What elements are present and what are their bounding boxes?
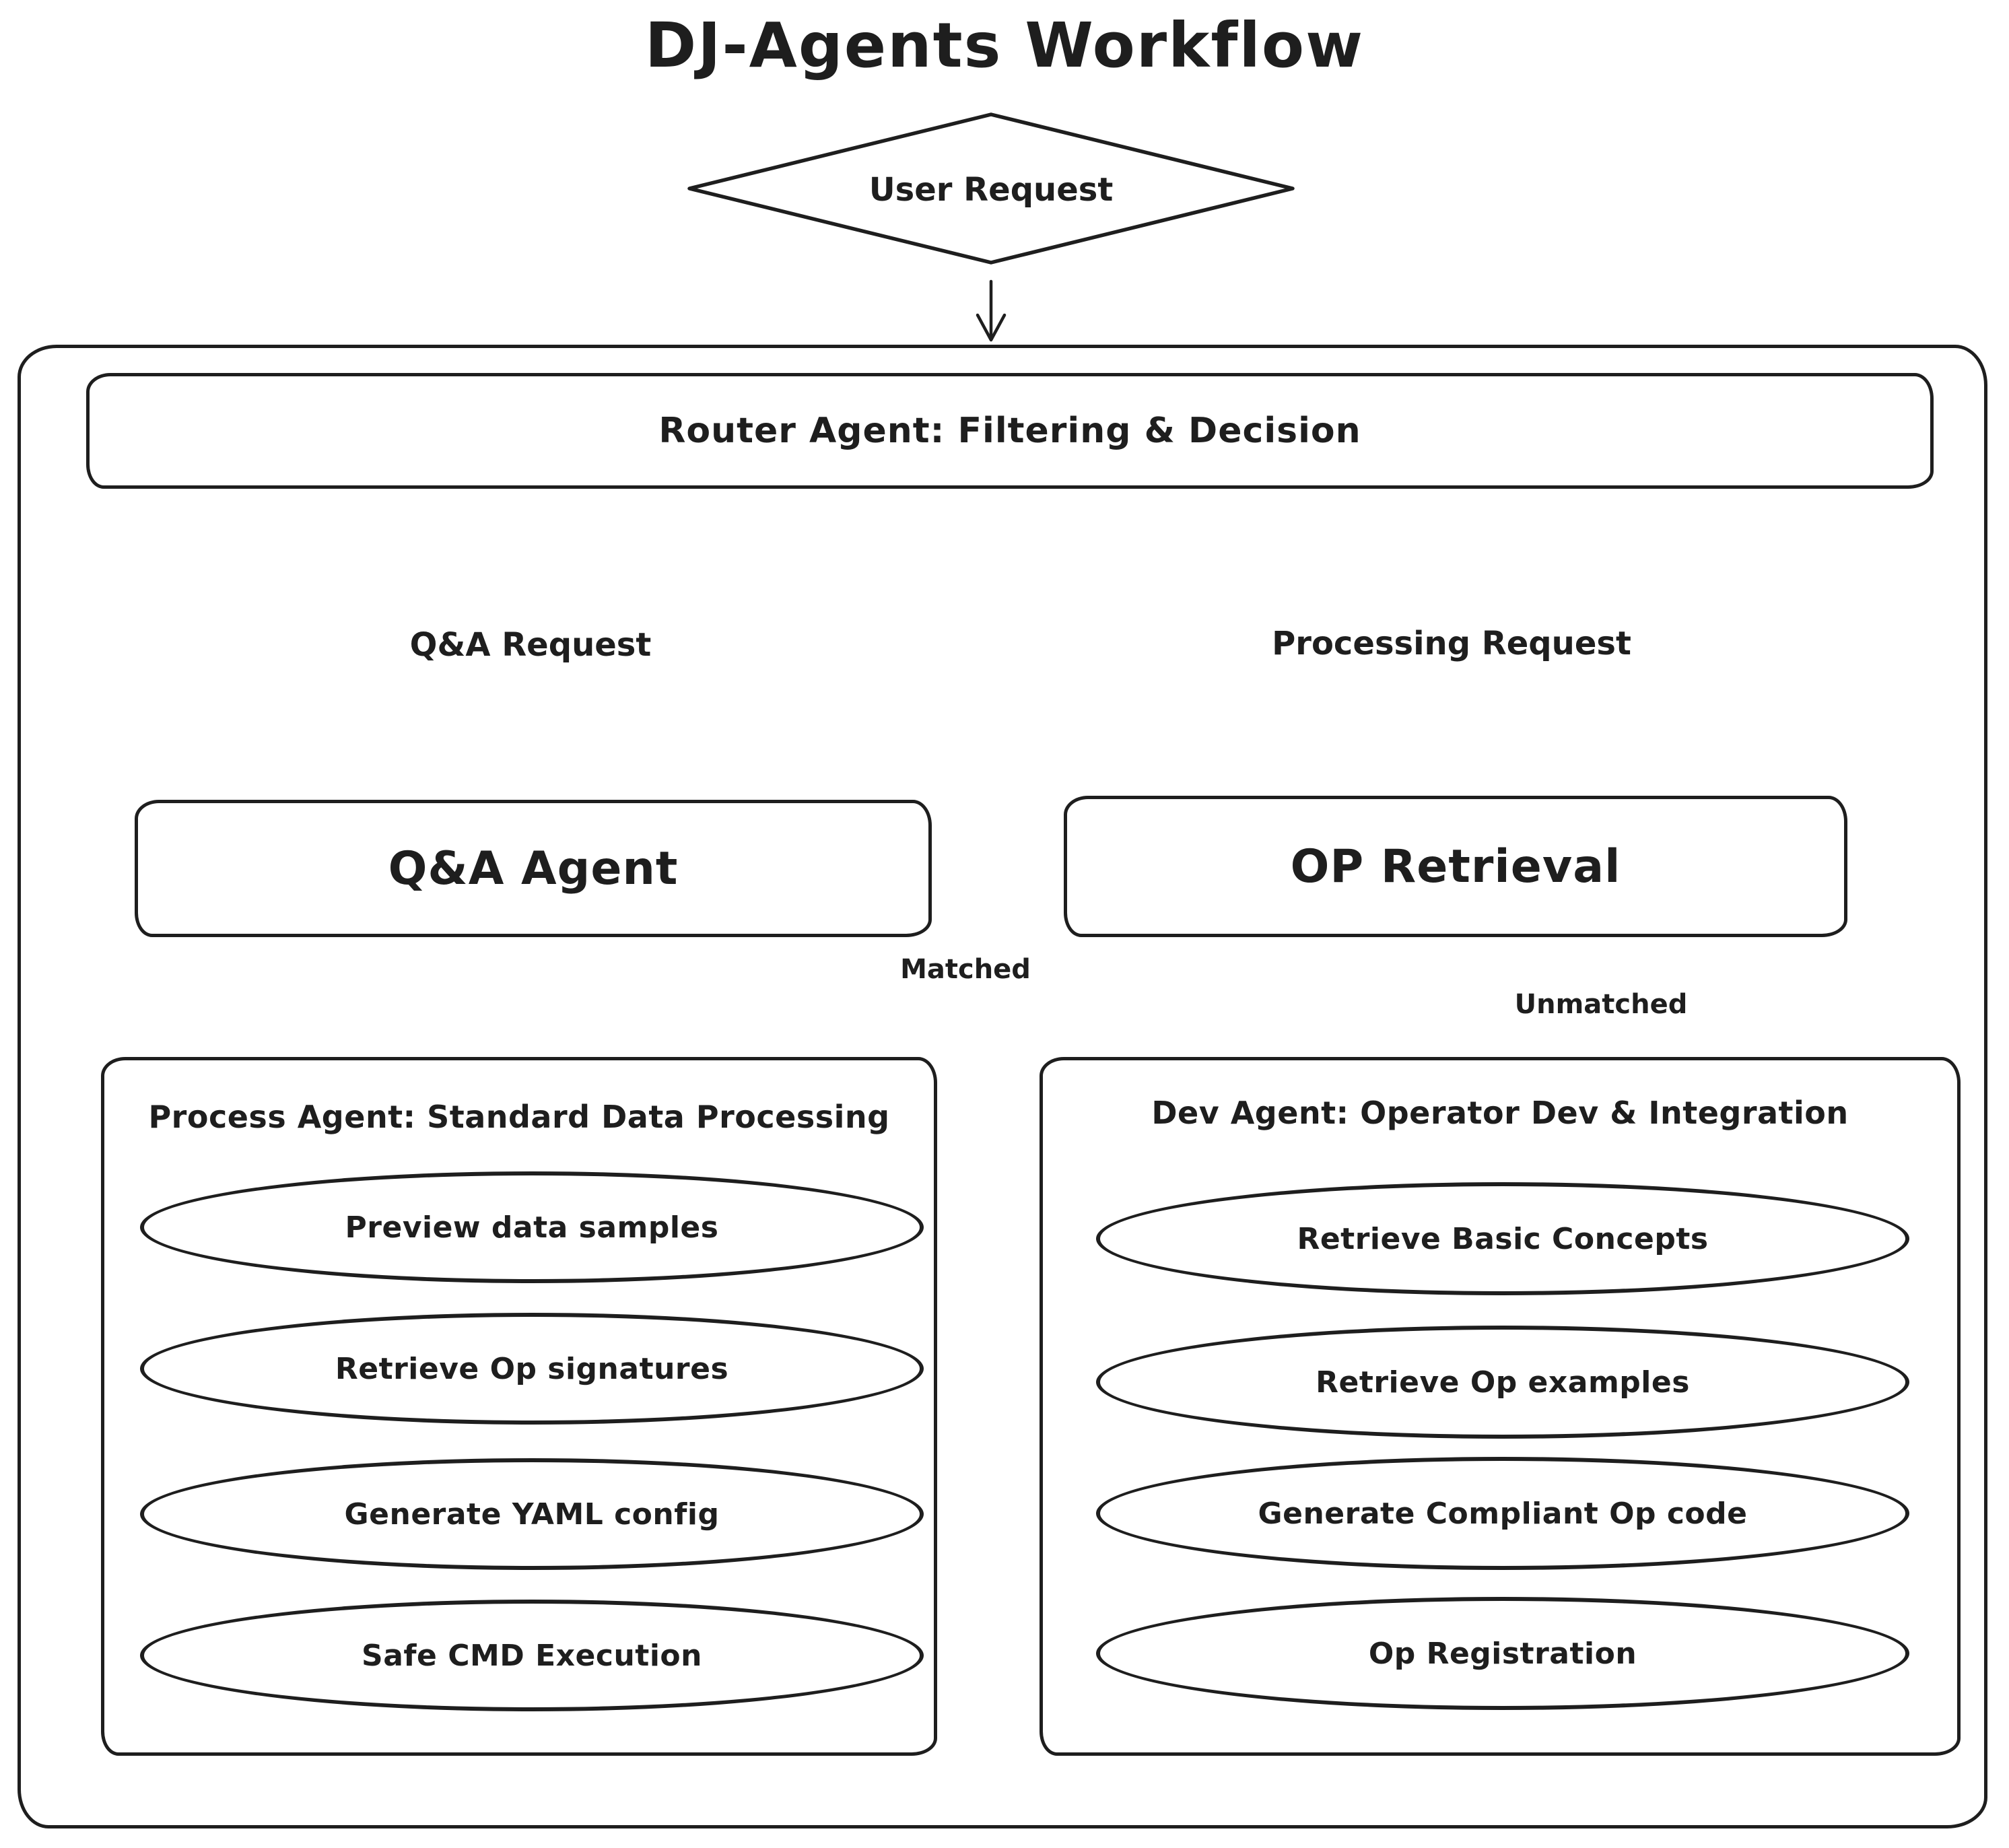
dev-step-retrieve-op-examples: Retrieve Op examples <box>1096 1326 1909 1439</box>
dev-step-generate-compliant-op-code: Generate Compliant Op code <box>1096 1457 1909 1570</box>
edge-user-to-router-arrowhead <box>976 313 1007 342</box>
op-retrieval-label: OP Retrieval <box>1290 840 1621 893</box>
user-request-label: User Request <box>869 171 1114 209</box>
page-title: DJ-Agents Workflow <box>644 9 1365 81</box>
process-step-retrieve-op-signatures: Retrieve Op signatures <box>140 1313 924 1425</box>
dev-agent-title: Dev Agent: Operator Dev & Integration <box>1151 1095 1849 1131</box>
process-step-label: Retrieve Op signatures <box>335 1351 729 1386</box>
dev-step-label: Retrieve Op examples <box>1316 1365 1690 1400</box>
user-request-diamond <box>687 112 1295 265</box>
router-agent-label: Router Agent: Filtering & Decision <box>658 411 1361 451</box>
matched-edge-label: Matched <box>900 954 1031 985</box>
dev-step-label: Generate Compliant Op code <box>1258 1496 1748 1531</box>
dev-step-op-registration: Op Registration <box>1096 1597 1909 1710</box>
qa-request-label: Q&A Request <box>409 626 652 664</box>
process-step-preview-data-samples: Preview data samples <box>140 1171 924 1283</box>
qa-agent-node: Q&A Agent <box>135 800 932 937</box>
process-step-label: Generate YAML config <box>344 1497 720 1532</box>
processing-request-label: Processing Request <box>1272 625 1631 662</box>
process-step-safe-cmd-execution: Safe CMD Execution <box>140 1600 924 1711</box>
qa-agent-label: Q&A Agent <box>388 842 679 895</box>
process-step-label: Safe CMD Execution <box>362 1638 702 1673</box>
dev-step-label: Retrieve Basic Concepts <box>1297 1221 1709 1256</box>
process-agent-title: Process Agent: Standard Data Processing <box>148 1099 890 1135</box>
unmatched-edge-label: Unmatched <box>1514 989 1688 1020</box>
process-step-label: Preview data samples <box>345 1210 719 1245</box>
dev-step-retrieve-basic-concepts: Retrieve Basic Concepts <box>1096 1182 1909 1295</box>
dev-step-label: Op Registration <box>1368 1636 1637 1671</box>
op-retrieval-node: OP Retrieval <box>1064 796 1847 937</box>
process-step-generate-yaml-config: Generate YAML config <box>140 1458 924 1570</box>
router-agent-node: Router Agent: Filtering & Decision <box>86 373 1934 489</box>
